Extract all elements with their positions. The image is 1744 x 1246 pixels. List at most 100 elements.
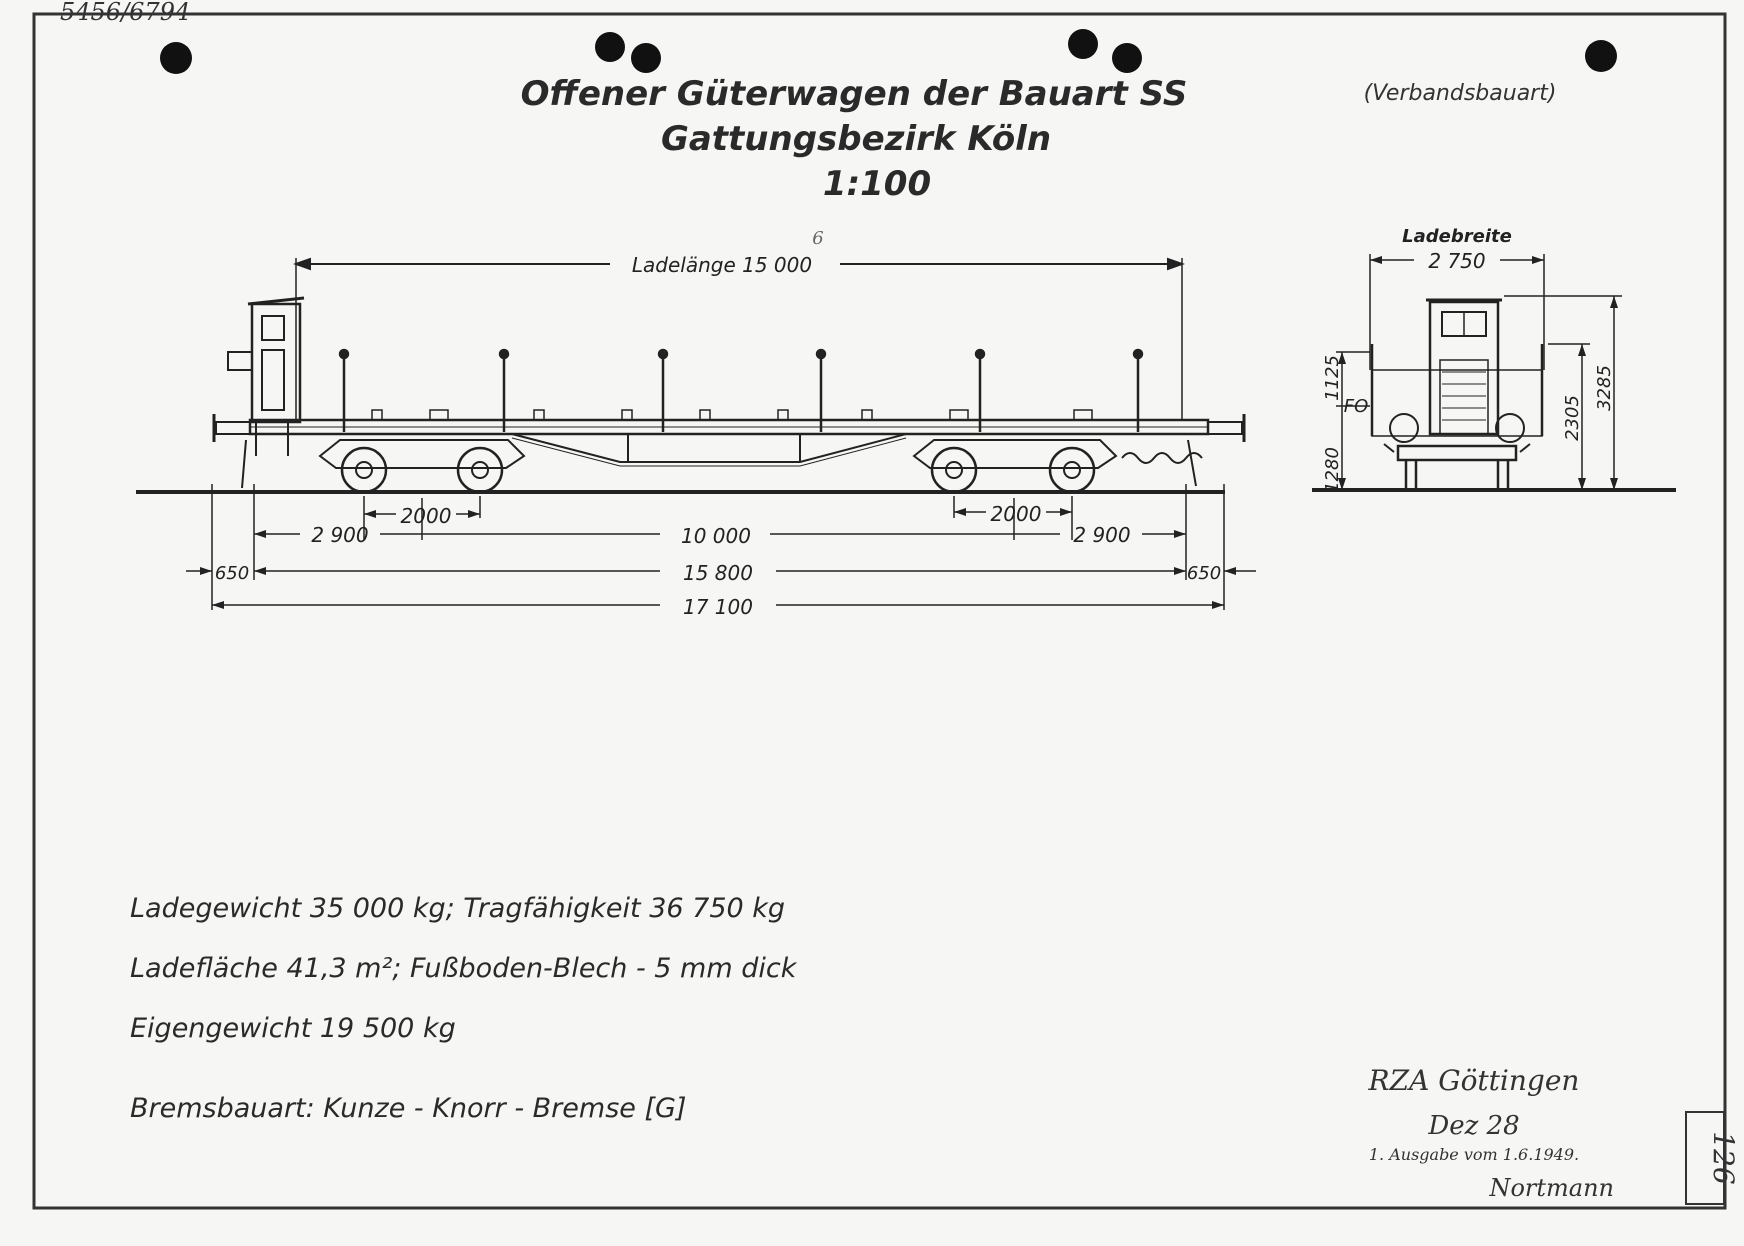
dim-buffer-left: 650 xyxy=(215,563,249,584)
punch-hole xyxy=(1112,43,1142,73)
signature: Nortmann xyxy=(1488,1174,1614,1202)
dim-overhang-right: 2 900 xyxy=(1073,523,1130,547)
coupling-hook xyxy=(1187,439,1197,487)
sheet-number-box xyxy=(1685,1111,1725,1205)
deck-block xyxy=(861,409,873,421)
hut-ladder-rungs xyxy=(1442,371,1486,421)
coupling-hook xyxy=(241,439,247,489)
sheet-number: 126 xyxy=(1707,1131,1740,1184)
dim-arrows xyxy=(200,508,1236,609)
dim-overall-length: 17 100 xyxy=(683,595,753,619)
punch-hole xyxy=(160,42,192,74)
arrowhead xyxy=(1212,601,1224,609)
arrowhead xyxy=(364,510,376,518)
dim-total-height: 3285 xyxy=(1594,365,1615,411)
axle-box xyxy=(1063,461,1081,479)
dim-frame-length: 15 800 xyxy=(683,561,753,585)
hut-step xyxy=(227,351,253,371)
end-buffer xyxy=(1383,443,1395,453)
brake-hut xyxy=(250,302,302,424)
end-hut-door xyxy=(1439,359,1489,435)
end-frame xyxy=(1396,444,1518,462)
dim-bogie-centers: 10 000 xyxy=(681,524,751,548)
arrowhead xyxy=(212,601,224,609)
wheel xyxy=(340,446,388,494)
type-note: (Verbandsbauart) xyxy=(1364,81,1557,106)
stake-cap xyxy=(657,348,669,360)
spec-load-weight: Ladegewicht 35 000 kg; Tragfähigkeit 36 … xyxy=(130,893,785,924)
label-mask xyxy=(610,250,840,276)
punch-holes xyxy=(160,29,1617,74)
arrowhead xyxy=(1578,344,1586,356)
label-mask xyxy=(1414,250,1500,272)
punch-hole xyxy=(1068,29,1098,59)
arrowhead xyxy=(468,510,480,518)
dim-fo-label: FO xyxy=(1344,396,1369,417)
buffer-right xyxy=(1207,421,1243,435)
wheel xyxy=(930,446,978,494)
end-dim-arrows xyxy=(1338,296,1618,490)
end-dimensions xyxy=(1336,295,1622,490)
arrowhead xyxy=(1174,530,1186,538)
office-department: Dez 28 xyxy=(1427,1111,1519,1141)
arrowhead xyxy=(954,508,966,516)
loading-width-label: Ladebreite xyxy=(1402,226,1512,247)
arrowhead xyxy=(1610,296,1618,308)
office-name: RZA Göttingen xyxy=(1368,1064,1580,1097)
hut-roof xyxy=(247,296,305,306)
end-wheel xyxy=(1495,413,1525,443)
hut-window xyxy=(261,315,285,341)
arrowhead xyxy=(254,530,266,538)
axle-box xyxy=(471,461,489,479)
arrowhead xyxy=(293,257,311,271)
axle-box xyxy=(945,461,963,479)
bogie-frame xyxy=(912,439,1118,469)
arrowhead xyxy=(1224,567,1236,575)
deck-block xyxy=(429,409,449,421)
side-dimensions xyxy=(186,484,1256,610)
arrowhead xyxy=(254,567,266,575)
arrowhead xyxy=(1610,478,1618,490)
truss-rod xyxy=(511,437,907,467)
axle-box xyxy=(355,461,373,479)
dim-platform-height: 2305 xyxy=(1562,395,1583,441)
deck-blocks xyxy=(371,409,1093,421)
bogie-right xyxy=(912,439,1118,494)
dim-upper: 1125 xyxy=(1322,355,1343,401)
side-view xyxy=(136,257,1256,610)
end-buffer xyxy=(1519,443,1531,453)
issue-date: 1. Ausgabe vom 1.6.1949. xyxy=(1369,1145,1579,1164)
arrowhead xyxy=(1060,508,1072,516)
coupling-chain xyxy=(1121,452,1203,464)
deck-block xyxy=(371,409,383,421)
end-body xyxy=(1371,369,1543,437)
arrowhead xyxy=(1167,257,1185,271)
end-wheel xyxy=(1389,413,1419,443)
wheel xyxy=(1048,446,1096,494)
stake-cap xyxy=(974,348,986,360)
truss-rod xyxy=(511,433,907,463)
deck-block xyxy=(1073,409,1093,421)
arrowhead xyxy=(1532,256,1544,264)
title-line-2: Gattungsbezirk Köln xyxy=(661,119,1051,159)
deck-block xyxy=(533,409,545,421)
punch-hole xyxy=(1585,40,1617,72)
end-view xyxy=(1312,254,1676,492)
dim-buffer-right: 650 xyxy=(1187,563,1221,584)
arrowhead xyxy=(200,567,212,575)
arrowhead xyxy=(1578,478,1586,490)
wheel xyxy=(456,446,504,494)
bogie-left xyxy=(318,439,526,494)
stakes xyxy=(338,348,1144,432)
arrowhead xyxy=(1338,352,1346,364)
arrowhead xyxy=(1370,256,1382,264)
deck-block xyxy=(621,409,633,421)
stake-cap xyxy=(498,348,510,360)
loading-length-label: Ladelänge 15 000 xyxy=(632,253,812,277)
arrowhead xyxy=(1174,567,1186,575)
stake-cap xyxy=(338,348,350,360)
dim-bogie-right: 2000 xyxy=(991,502,1042,526)
dim-buffer-height: 1280 xyxy=(1322,447,1343,493)
